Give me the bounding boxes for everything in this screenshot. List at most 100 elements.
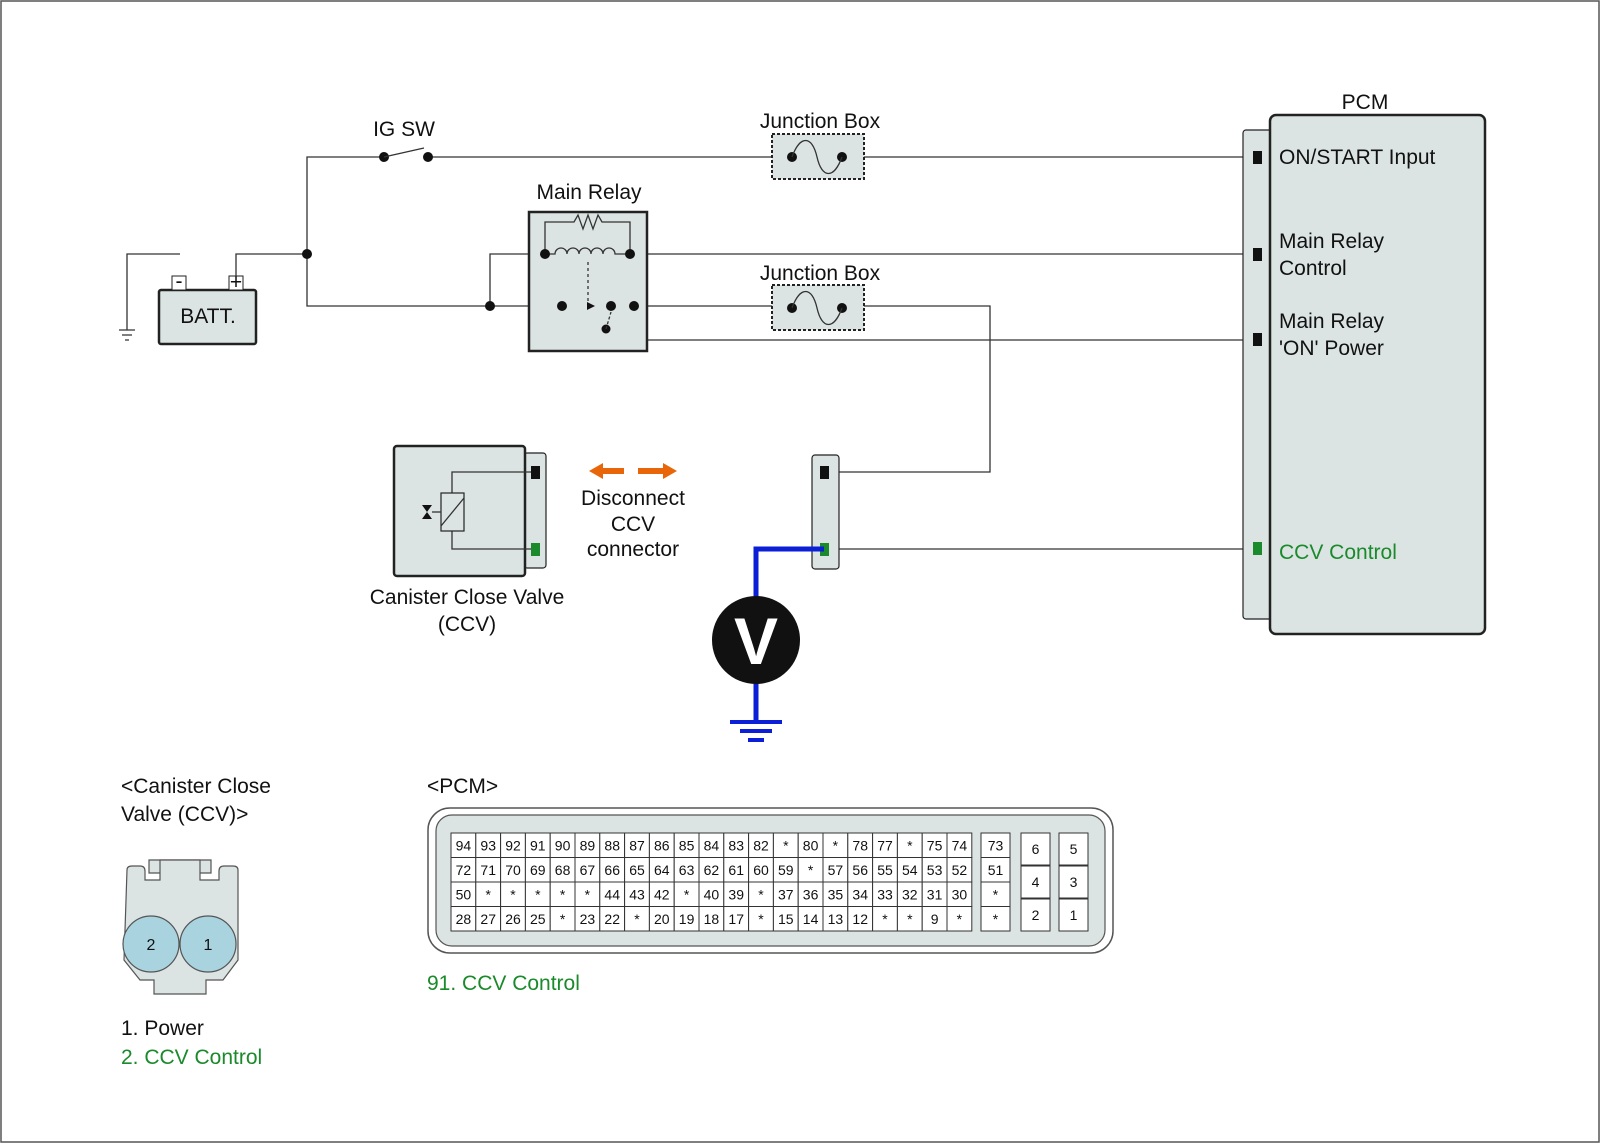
disconnect-label-3: connector (587, 538, 679, 561)
pcm-pin-3-18-cell (896, 906, 923, 932)
junction-box-1-label: Junction Box (760, 110, 881, 133)
pcm-pin-3-2-cell (500, 906, 526, 932)
ccv-name-label-1: Canister Close Valve (370, 586, 565, 609)
main-relay: Main Relay (527, 181, 649, 353)
pcm-pin-1-15-cell (822, 857, 849, 883)
pcm-pin-0-15: * (833, 837, 839, 853)
pcm-pin-2-16-cell (847, 881, 874, 907)
pcm-pin-1-10: 62 (704, 862, 720, 878)
pcm-pin-3-12-cell (748, 906, 774, 932)
pcm-pin-0-2: 92 (505, 837, 521, 853)
pcm-pin-3-15: 13 (828, 911, 844, 927)
pcm-connector-title: <PCM> (427, 775, 498, 798)
disconnect-indicator: Disconnect CCV connector (581, 463, 685, 561)
pcm-pin-3-14: 14 (803, 911, 819, 927)
pcm-pin-1-18: 54 (902, 862, 918, 878)
pcm-pin-2-18-cell (896, 881, 923, 907)
pcm-pin-3-8-cell (648, 906, 675, 932)
pcm-pin-1-8: 64 (654, 862, 670, 878)
pcm-main-relay-power-label-1: Main Relay (1279, 310, 1385, 333)
pcm-pin-0-7: 87 (629, 837, 645, 853)
pcm-pin-2-4: * (560, 886, 566, 902)
junction-box-2-label: Junction Box (760, 262, 881, 285)
pcm-pin-2-19: 31 (927, 886, 943, 902)
pcm-pin-1-6: 66 (604, 862, 620, 878)
fuse-icon (791, 290, 843, 326)
pcm-pin-0-17-cell (872, 832, 898, 858)
pcm-pin-3-3: 25 (530, 911, 546, 927)
pcm-pin-3-10: 18 (704, 911, 720, 927)
pcm-pin-2-15: 35 (828, 886, 844, 902)
pcm-pin-1-4-cell (549, 857, 576, 883)
inline-connector (811, 454, 840, 570)
voltmeter-icon (712, 596, 800, 684)
pcm-block-pin-2-0-cell (1020, 898, 1051, 932)
pcm-pin-2-2-cell (500, 881, 526, 907)
ignition-switch: IG SW (373, 118, 435, 162)
pcm-pin-0-3: 91 (530, 837, 546, 853)
pcm-pin-1-1: 71 (480, 862, 496, 878)
pcm-ccv-control-label: CCV Control (1279, 541, 1397, 564)
pcm-pin-3-13: 15 (778, 911, 794, 927)
pcm-pin-1-1-cell (475, 857, 502, 883)
pcm-block-pin-1-1-cell (1058, 865, 1089, 899)
pcm-pin-1-7-cell (624, 857, 650, 883)
pcm-label: PCM (1342, 91, 1389, 114)
pcm-pin-3-6-cell (599, 906, 626, 932)
pcm-pin-0-12: 82 (753, 837, 769, 853)
pcm-pin-1-0: 72 (456, 862, 472, 878)
pcm-pin-0-6-cell (599, 832, 626, 858)
pcm-pin-2-6: 44 (604, 886, 620, 902)
pcm-pin-2-13: 37 (778, 886, 794, 902)
pcm-block-pin-1-0-cell (1020, 865, 1051, 899)
pcm-pin-1-20: 52 (952, 862, 968, 878)
pcm-pin-3-9-cell (673, 906, 700, 932)
ccv-pin-2: 2 (147, 937, 156, 954)
pcm-pin-2-17-cell (872, 881, 898, 907)
pcm-pin-2-17: 33 (877, 886, 893, 902)
pcm-pin-0-15-cell (822, 832, 849, 858)
pcm-pin-0-18: * (907, 837, 913, 853)
battery-positive-label: + (230, 271, 242, 294)
pcm-pin-1-19: 53 (927, 862, 943, 878)
pcm-pin-1-3: 69 (530, 862, 546, 878)
pcm-block-pin-0-0-cell (1020, 832, 1051, 866)
battery-negative-label: - (176, 270, 183, 293)
voltmeter-symbol: V (734, 604, 778, 678)
pcm-pin-2-5: * (585, 886, 591, 902)
pcm-pin-0-13-cell (772, 832, 799, 858)
pcm-pin-2-13-cell (772, 881, 799, 907)
pcm-pin-3-4-cell (549, 906, 576, 932)
pcm-connector-legend: 91. CCV Control (427, 972, 580, 995)
pcm-pin-2-19-cell (921, 881, 948, 907)
battery-ground-icon (119, 329, 135, 341)
ccv-legend-power: 1. Power (121, 1017, 204, 1040)
pcm-module: PCM ON/START Input Main Relay Control Ma… (1242, 91, 1487, 636)
pcm-block-pin-2-1: 1 (1070, 907, 1078, 923)
pcm-pin-2-3: * (535, 886, 541, 902)
pcm-pin-0-4: 90 (555, 837, 571, 853)
pcm-block-pin-0-1: 5 (1070, 841, 1078, 857)
pcm-pin-0-1: 93 (480, 837, 496, 853)
arrow-left-icon (589, 463, 624, 479)
arrow-right-icon (638, 463, 677, 479)
voltmeter: V (712, 546, 824, 742)
pcm-pin-1-14: * (808, 862, 814, 878)
pcm-pin-1-16-cell (847, 857, 874, 883)
pcm-block-pin-0-1-cell (1058, 832, 1089, 866)
pcm-pin-3-4: * (560, 911, 566, 927)
ccv-name-label-2: (CCV) (438, 613, 496, 636)
pcm-pin-3-19: 9 (931, 911, 939, 927)
fuse-icon (791, 139, 843, 175)
pcm-pin-0-16: 78 (852, 837, 868, 853)
pcm-pin-2-18: 32 (902, 886, 918, 902)
pcm-pin-3-5: 23 (580, 911, 596, 927)
pcm-pin-2-7-cell (624, 881, 650, 907)
meter-positive-lead (753, 546, 824, 600)
pcm-pin-0-19: 75 (927, 837, 943, 853)
pcm-pin-0-20-cell (946, 832, 973, 858)
disconnect-label-1: Disconnect (581, 487, 685, 510)
pcm-pin-3-1: 27 (480, 911, 496, 927)
